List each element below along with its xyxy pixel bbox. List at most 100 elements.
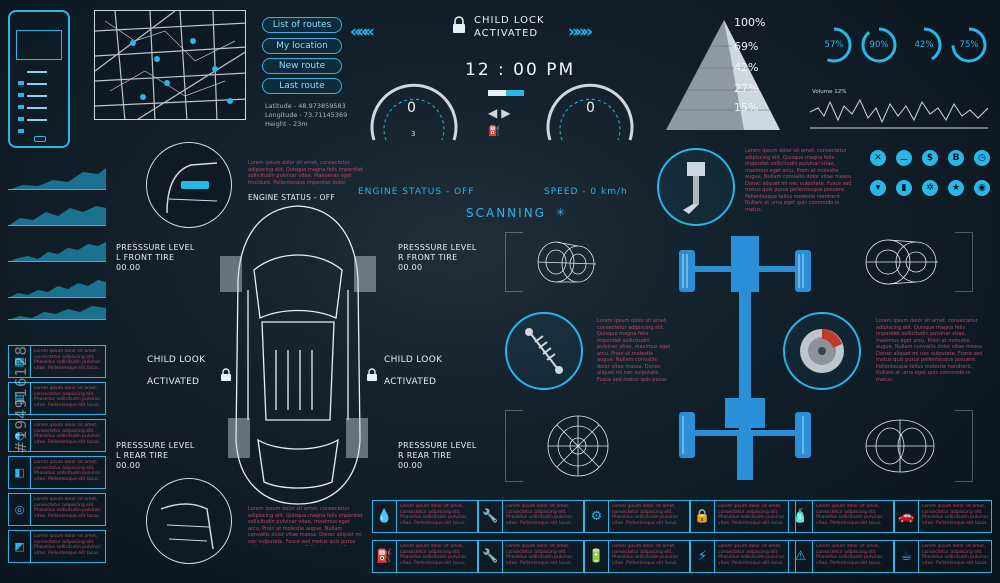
- child-look-right: CHILD LOOK: [384, 355, 443, 365]
- oil-icon: ▦: [9, 346, 31, 377]
- child-look-left-status: ACTIVATED: [147, 377, 200, 387]
- tire-line1: PRESSSURE LEVEL: [116, 243, 195, 252]
- left-gauge-value: 0: [407, 100, 416, 116]
- clock-icon[interactable]: ◷: [974, 150, 990, 166]
- cell-text: Lorem ipsum dolor sit amet, consectetur …: [506, 504, 573, 526]
- info-cell[interactable]: ◎Lorem ipsum dolor sit amet, consectetur…: [8, 493, 106, 526]
- bitcoin-icon[interactable]: B: [948, 150, 964, 166]
- battery-icon: ▤: [9, 383, 31, 414]
- icon-grid: ✕ ⚊ $ B ◷ ▾ ▮ ✲ ★ ◉: [870, 150, 990, 230]
- info-cell[interactable]: ◧Lorem ipsum dolor sit amet, consectetur…: [8, 456, 106, 489]
- cell-text: Lorem ipsum dolor sit amet, consectetur …: [506, 544, 573, 566]
- phone-widget[interactable]: [8, 10, 70, 148]
- tire-value: 00.00: [116, 263, 141, 272]
- frame-bracket: [955, 410, 973, 482]
- info-cell[interactable]: ⚡Lorem ipsum dolor sit amet, consectetur…: [690, 540, 796, 573]
- info-cell[interactable]: ☕Lorem ipsum dolor sit amet, consectetur…: [894, 540, 992, 573]
- cup-icon[interactable]: ▮: [896, 180, 912, 196]
- info-cell[interactable]: ⚠Lorem ipsum dolor sit amet, consectetur…: [788, 540, 894, 573]
- chassis-diagram: [675, 228, 815, 488]
- info-cell[interactable]: ◐Lorem ipsum dolor sit amet, consectetur…: [8, 419, 106, 452]
- front-left-tire: [220, 256, 242, 292]
- spark-chart: [8, 160, 106, 190]
- cell-text: Lorem ipsum dolor sit amet, consectetur …: [34, 534, 101, 556]
- ring-value: 90%: [869, 40, 889, 50]
- star-icon[interactable]: ★: [948, 180, 964, 196]
- piston-part[interactable]: [657, 148, 735, 226]
- new-route-button[interactable]: New route: [262, 58, 342, 74]
- last-route-button[interactable]: Last route: [262, 78, 342, 94]
- pyramid-level-4: 27%: [734, 82, 759, 95]
- light-icon: ◎: [9, 494, 31, 525]
- info-cell[interactable]: ▤Lorem ipsum dolor sit amet, consectetur…: [8, 382, 106, 415]
- gear-assembly-part[interactable]: [530, 232, 602, 292]
- gear-icon[interactable]: ✲: [922, 180, 938, 196]
- watermark: #194916128: [12, 345, 30, 454]
- cell-text: Lorem ipsum dolor sit amet, consectetur …: [612, 504, 679, 526]
- pyramid-chart: [662, 16, 782, 134]
- gearbox-part[interactable]: [860, 410, 940, 482]
- car-dashboard-icon: [16, 30, 62, 60]
- volume-wave: Volume 12%: [809, 89, 989, 130]
- wrench-icon: 🔧: [479, 541, 503, 572]
- my-location-button[interactable]: My location: [262, 38, 342, 54]
- pin-icon[interactable]: ▾: [870, 180, 886, 196]
- steering-wheel-icon: ⚙: [585, 501, 609, 532]
- info-cell[interactable]: ▦Lorem ipsum dolor sit amet, consectetur…: [8, 345, 106, 378]
- info-cell[interactable]: 🧴Lorem ipsum dolor sit amet, consectetur…: [788, 500, 894, 533]
- fuel-icon: ⛽: [488, 126, 501, 137]
- engine-status-small: ENGINE STATUS - OFF: [248, 193, 335, 202]
- engine-status: ENGINE STATUS - OFF: [358, 187, 475, 197]
- gear-selector[interactable]: ◀▶ ⛽: [488, 90, 530, 144]
- rear-right-tire: [346, 418, 368, 458]
- cell-text: Lorem ipsum dolor sit amet, consectetur …: [922, 504, 989, 526]
- child-look-right-status: ACTIVATED: [384, 377, 437, 387]
- info-cell[interactable]: ◩Lorem ipsum dolor sit amet, consectetur…: [8, 530, 106, 563]
- cell-text: Lorem ipsum dolor sit amet, consectetur …: [612, 544, 679, 566]
- info-cell[interactable]: 🔒Lorem ipsum dolor sit amet, consectetur…: [690, 500, 796, 533]
- dollar-icon[interactable]: $: [922, 150, 938, 166]
- info-cell[interactable]: 🔋Lorem ipsum dolor sit amet, consectetur…: [584, 540, 690, 573]
- shock-absorber-part[interactable]: [505, 312, 583, 390]
- city-map[interactable]: [94, 10, 246, 120]
- front-left-tire-label: PRESSSURE LEVEL L FRONT TIRE 00.00: [116, 243, 195, 273]
- info-cell[interactable]: ⛽Lorem ipsum dolor sit amet, consectetur…: [372, 540, 478, 573]
- arrow-left-right-icon[interactable]: ◀▶: [488, 106, 515, 120]
- canister-icon: 🧴: [789, 501, 813, 532]
- info-cell[interactable]: 🚗Lorem ipsum dolor sit amet, consectetur…: [894, 500, 992, 533]
- child-look-left: CHILD LOOK: [147, 355, 206, 365]
- padlock-icon: [366, 367, 378, 381]
- frame-bracket: [955, 232, 973, 292]
- turbine-part[interactable]: [542, 410, 614, 482]
- gear-bar: [488, 90, 524, 96]
- coordinates: Latitude - 48.973859583 Longitude - 73.7…: [265, 102, 347, 129]
- shield-icon[interactable]: ◉: [974, 180, 990, 196]
- progress-ring: 42%: [905, 26, 943, 64]
- padlock-icon: [452, 16, 466, 34]
- padlock-icon: [220, 367, 232, 381]
- longitude: Longitude - 73.71145369: [265, 111, 348, 119]
- right-chevrons-icon: »»»: [568, 22, 593, 42]
- info-cell[interactable]: 💧Lorem ipsum dolor sit amet, consectetur…: [372, 500, 478, 533]
- front-right-tire: [354, 256, 376, 292]
- child-lock-line2: ACTIVATED: [474, 28, 539, 39]
- tire-value: 00.00: [398, 461, 423, 470]
- rear-left-tire-label: PRESSSURE LEVEL L REAR TIRE 00.00: [116, 441, 195, 471]
- dumbbell-icon[interactable]: ⚊: [896, 150, 912, 166]
- home-button[interactable]: [34, 136, 46, 142]
- clock-display: 12 : 00 PM: [465, 60, 576, 80]
- close-icon[interactable]: ✕: [870, 150, 886, 166]
- info-cell[interactable]: 🔧Lorem ipsum dolor sit amet, consectetur…: [478, 540, 584, 573]
- ring-value: 42%: [914, 40, 934, 50]
- headlight-detail: [146, 142, 232, 228]
- list-of-routes-button[interactable]: List of routes: [262, 17, 342, 33]
- clutch-part[interactable]: [862, 232, 942, 292]
- cell-text: Lorem ipsum dolor sit amet, consectetur …: [922, 544, 989, 566]
- charging-icon: ⚡: [691, 541, 715, 572]
- info-cell[interactable]: ⚙Lorem ipsum dolor sit amet, consectetur…: [584, 500, 690, 533]
- info-cell[interactable]: 🔧Lorem ipsum dolor sit amet, consectetur…: [478, 500, 584, 533]
- cell-text: Lorem ipsum dolor sit amet, consectetur …: [34, 349, 101, 371]
- pyramid-level-5: 15%: [734, 101, 759, 114]
- brake-disc-part[interactable]: [783, 312, 861, 390]
- seat-icon: ◧: [9, 457, 31, 488]
